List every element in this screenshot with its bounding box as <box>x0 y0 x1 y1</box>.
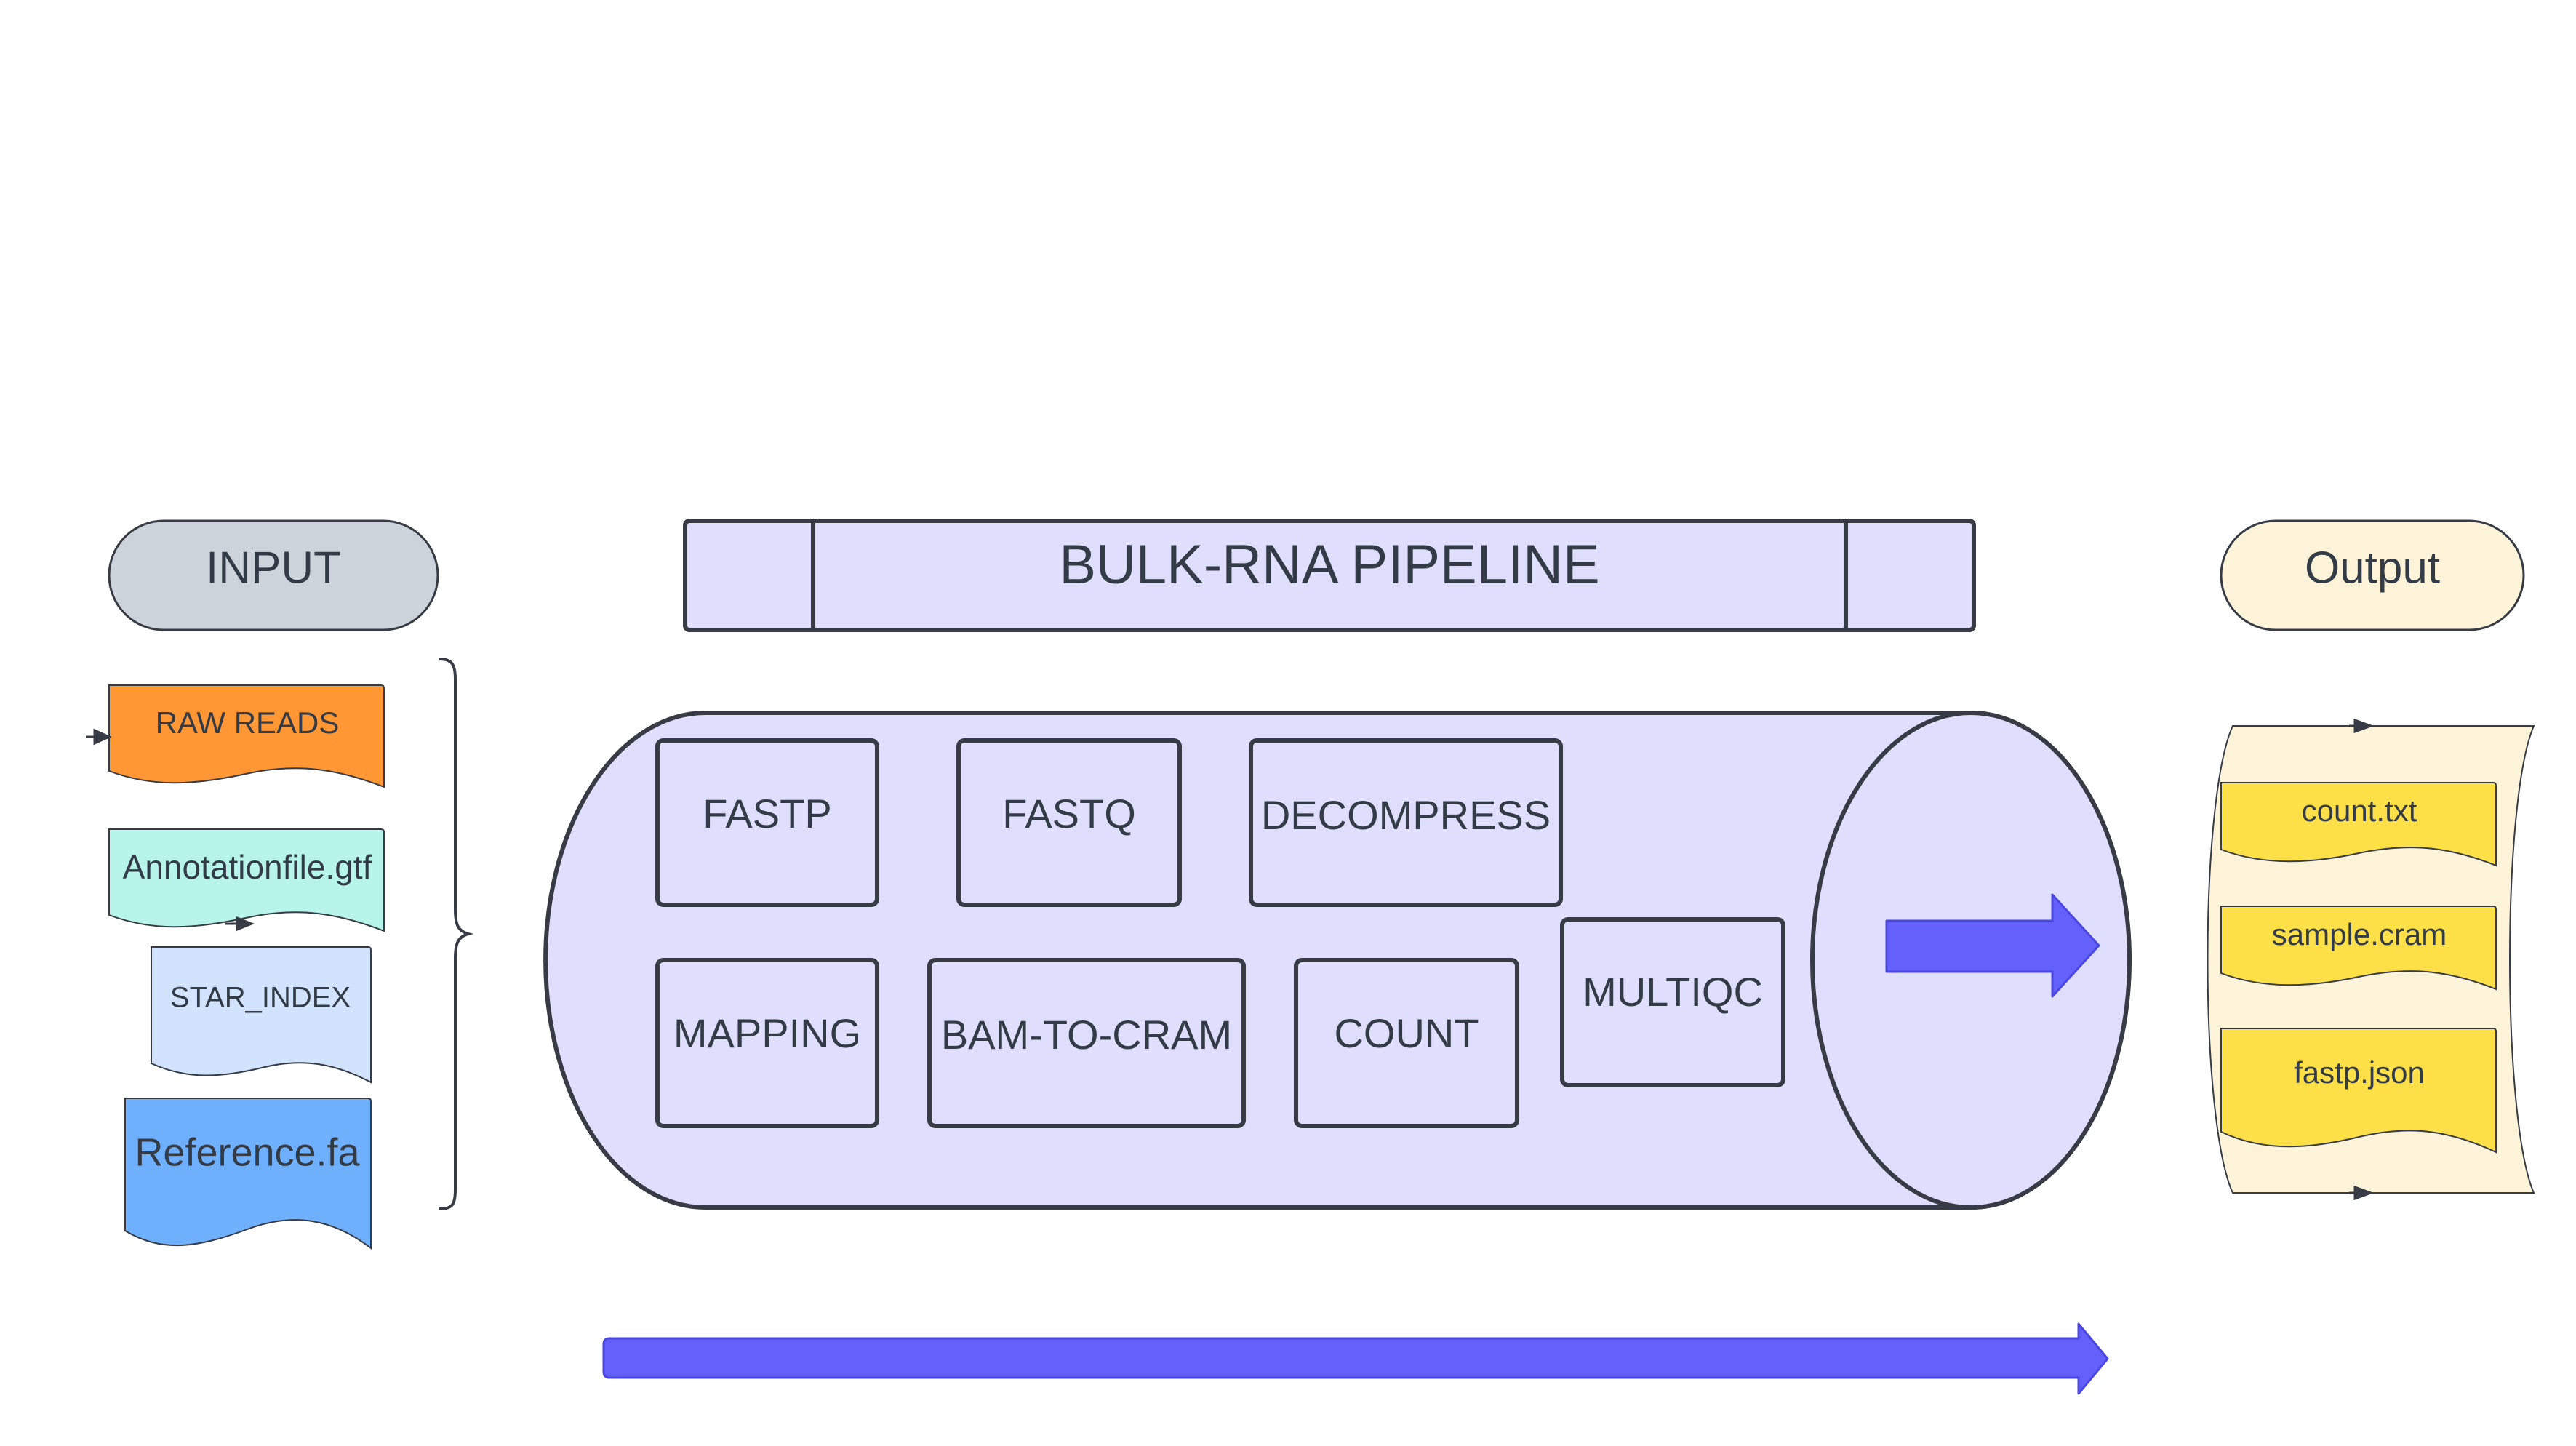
cylinder-arrow-icon <box>1885 893 2100 998</box>
output-file-cram: sample.cram <box>2220 906 2497 991</box>
step-label-bam-to-cram: BAM-TO-CRAM <box>941 1012 1232 1058</box>
reference-shape <box>124 1098 372 1250</box>
count-file-label: count.txt <box>2302 794 2417 828</box>
input-file-reference: Reference.fa <box>124 1098 372 1250</box>
input-file-star-index: STAR_INDEX <box>151 946 372 1084</box>
input-title-pill <box>108 519 439 631</box>
flow-arrow-icon <box>602 1322 2109 1395</box>
pipeline-title-box: BULK-RNA PIPELINE <box>683 519 1976 632</box>
raw-reads-arrow-icon <box>86 728 112 746</box>
step-label-multiqc: MULTIQC <box>1583 969 1763 1015</box>
output-title: Output <box>2305 543 2440 593</box>
input-title: INPUT <box>206 543 341 593</box>
step-label-count: COUNT <box>1334 1010 1479 1056</box>
input-file-raw-reads: RAW READS <box>86 684 385 788</box>
annotation-label: Annotationfile.gtf <box>123 848 372 886</box>
step-box-fastp <box>655 738 879 907</box>
pipeline-title: BULK-RNA PIPELINE <box>1059 534 1599 596</box>
pipeline-title-rect <box>683 519 1976 632</box>
output-section: Output count.txt sample.cram fastp.json <box>2207 519 2535 1201</box>
step-box-count <box>1294 958 1519 1128</box>
star-index-shape <box>151 946 372 1084</box>
step-box-multiqc <box>1560 917 1785 1087</box>
step-box-bam-to-cram <box>927 958 1246 1128</box>
step-box-mapping <box>655 958 879 1128</box>
step-label-decompress: DECOMPRESS <box>1261 792 1551 838</box>
annotation-shape <box>108 828 385 932</box>
input-section: INPUT RAW READS Annotationfile.gtf STAR_… <box>86 519 474 1250</box>
pipeline-cylinder: FASTP FASTQ DECOMPRESS MAPPING BAM-TO-CR… <box>543 711 2132 1210</box>
step-box-fastq <box>956 738 1182 907</box>
count-file-shape <box>2220 782 2497 867</box>
step-label-fastq: FASTQ <box>1002 791 1136 836</box>
cram-file-label: sample.cram <box>2272 917 2447 951</box>
raw-reads-label: RAW READS <box>156 706 340 740</box>
input-file-annotation: Annotationfile.gtf <box>108 828 385 932</box>
output-file-fastp-json: fastp.json <box>2220 1028 2497 1154</box>
step-label-fastp: FASTP <box>703 791 831 836</box>
step-box-decompress <box>1249 738 1563 907</box>
output-file-count: count.txt <box>2220 782 2497 867</box>
step-label-mapping: MAPPING <box>673 1010 861 1056</box>
fastp-json-label: fastp.json <box>2294 1055 2425 1090</box>
raw-reads-shape <box>108 684 385 788</box>
output-top-arrow-icon <box>2349 718 2375 734</box>
output-bottom-arrow-icon <box>2349 1185 2375 1201</box>
annotation-arrow-icon <box>225 916 255 932</box>
cram-file-shape <box>2220 906 2497 991</box>
star-index-label: STAR_INDEX <box>170 982 351 1014</box>
reference-label: Reference.fa <box>135 1130 360 1174</box>
input-brace <box>439 658 474 1210</box>
fastp-json-shape <box>2220 1028 2497 1154</box>
output-title-pill <box>2220 519 2525 631</box>
